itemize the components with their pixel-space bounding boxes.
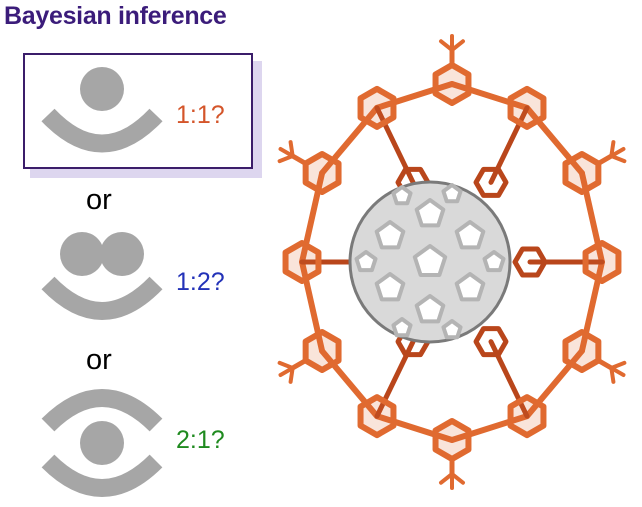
host-ring-outer — [357, 394, 397, 439]
host-link — [374, 413, 455, 443]
host-methyl — [595, 153, 614, 166]
host-methyl — [609, 366, 616, 384]
guest-circle — [80, 67, 124, 111]
ratio-1-1: 1:1? — [176, 101, 225, 129]
host-ring-outer — [357, 85, 397, 130]
host-methyl — [277, 360, 295, 370]
fullerene-face — [354, 250, 378, 273]
fullerene-face — [414, 198, 446, 228]
or-connector-1: or — [86, 184, 112, 216]
fullerene-face — [482, 250, 506, 273]
fullerene-in-macrocycle-icon — [277, 34, 627, 490]
host-methyl — [439, 472, 454, 485]
fullerene-face — [412, 244, 448, 277]
ratio-1-2: 1:2? — [176, 268, 225, 296]
host-ring-outer — [302, 329, 342, 373]
fullerene-face — [454, 220, 486, 250]
host-arc — [41, 108, 163, 153]
host-arc-top — [41, 389, 163, 432]
fullerene-face — [374, 220, 406, 250]
host-ring-outer — [507, 394, 547, 439]
fullerene-face — [414, 294, 446, 324]
or-connector-2: or — [86, 344, 112, 376]
host-methyl — [595, 358, 614, 371]
two-guests-one-host-icon — [41, 232, 163, 320]
host-methyl — [290, 153, 309, 166]
host-ring-outer — [302, 151, 342, 195]
host-methyl — [288, 140, 295, 158]
host-methyl — [450, 39, 465, 52]
host-ring-outer — [432, 62, 472, 106]
host-methyl — [609, 154, 627, 164]
fullerene-face — [441, 319, 463, 340]
host-ring-inner — [473, 166, 509, 198]
title: Bayesian inference — [4, 2, 227, 30]
selected-option-frame — [23, 53, 253, 169]
fullerene-face — [391, 185, 413, 206]
host-ring-inner — [473, 326, 509, 358]
host-ring-outer — [562, 151, 602, 195]
fullerene-face — [454, 272, 486, 302]
host-ring-outer — [507, 85, 547, 130]
fullerene-guest — [348, 180, 512, 344]
guest-circle — [80, 421, 124, 465]
one-guest-two-hosts-icon — [41, 389, 163, 497]
fullerene-face — [391, 317, 413, 338]
host-link — [449, 81, 530, 111]
guest-circle-left — [60, 232, 104, 276]
host-link — [449, 413, 530, 443]
ratio-2-1: 2:1? — [176, 426, 225, 454]
host-arc — [41, 276, 163, 320]
host-ring-outer — [582, 240, 622, 284]
host-arc-bottom — [41, 454, 163, 497]
host-ring-inner — [512, 246, 548, 278]
host-methyl — [290, 358, 309, 371]
host-ring-outer — [282, 240, 322, 284]
fullerene-face — [441, 183, 463, 204]
one-guest-one-host-icon — [41, 67, 163, 153]
fullerene-face — [374, 272, 406, 302]
host-ring-outer — [432, 418, 472, 462]
macrocycle-host — [277, 34, 627, 490]
host-link — [374, 81, 455, 111]
guest-circle-right — [100, 232, 144, 276]
host-ring-outer — [562, 329, 602, 373]
